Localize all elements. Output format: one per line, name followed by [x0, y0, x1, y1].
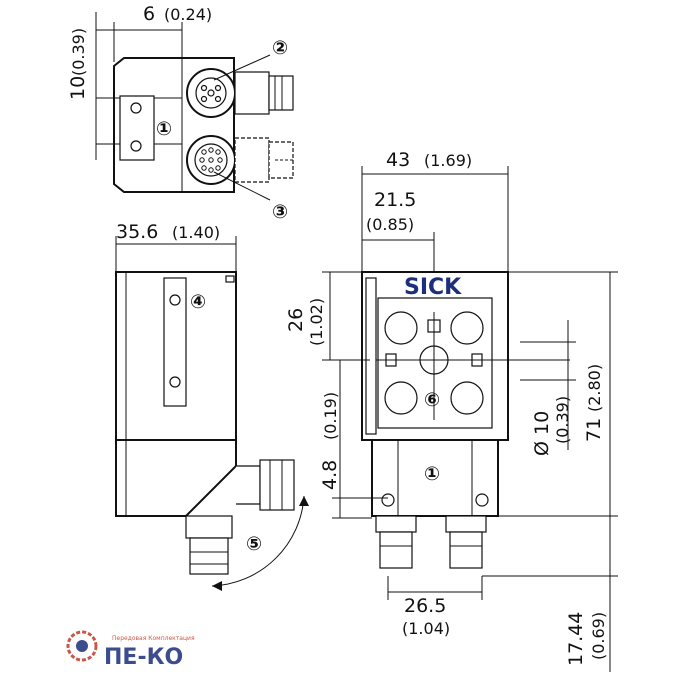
dim-4-8: 4.8: [319, 460, 341, 490]
dim-26-5-inch: (1.04): [402, 619, 450, 638]
callout-5: ⑤: [246, 533, 262, 555]
gear-icon: [66, 630, 98, 662]
dim-10: 10: [67, 76, 89, 100]
dim-17-44-inch: (0.69): [589, 612, 608, 660]
dim-21-5: 21.5: [374, 189, 416, 211]
front-view: [322, 166, 618, 672]
peko-logo: Передовая Комплектация ПЕ-КО: [66, 630, 195, 670]
dim-diameter-10-inch: (0.39): [553, 396, 572, 444]
dim-10-inch: (0.39): [69, 28, 88, 76]
callout-2: ②: [272, 37, 288, 59]
callout-3: ③: [272, 201, 288, 223]
dim-26-inch: (1.02): [307, 298, 326, 346]
callout-1-top: ①: [156, 118, 172, 140]
dim-6: 6: [143, 3, 155, 25]
callout-1-front: ①: [424, 463, 440, 485]
dim-26-5: 26.5: [404, 595, 446, 617]
dim-43: 43: [386, 149, 410, 171]
dim-6-inch: (0.24): [164, 5, 212, 24]
dim-71: 71: [583, 418, 605, 442]
top-view: [95, 12, 294, 201]
dim-diameter-10: Ø 10: [531, 411, 553, 456]
logo-tagline: Передовая Комплектация: [112, 635, 195, 642]
dim-71-inch: (2.80): [585, 364, 604, 412]
sick-brand-label: SICK: [404, 275, 462, 300]
side-view: [115, 236, 309, 591]
dim-35-6: 35.6: [116, 221, 158, 243]
callout-4: ④: [190, 291, 206, 313]
dim-43-inch: (1.69): [424, 151, 472, 170]
dim-35-6-inch: (1.40): [172, 223, 220, 242]
dim-26: 26: [285, 308, 307, 332]
dim-17-44: 17.44: [565, 612, 587, 666]
dim-21-5-inch: (0.85): [366, 215, 414, 234]
gear-hub-icon: [76, 640, 88, 652]
dim-4-8-inch: (0.19): [321, 392, 340, 440]
callout-6: ⑥: [424, 389, 440, 411]
logo-text: ПЕ-КО: [104, 645, 183, 670]
